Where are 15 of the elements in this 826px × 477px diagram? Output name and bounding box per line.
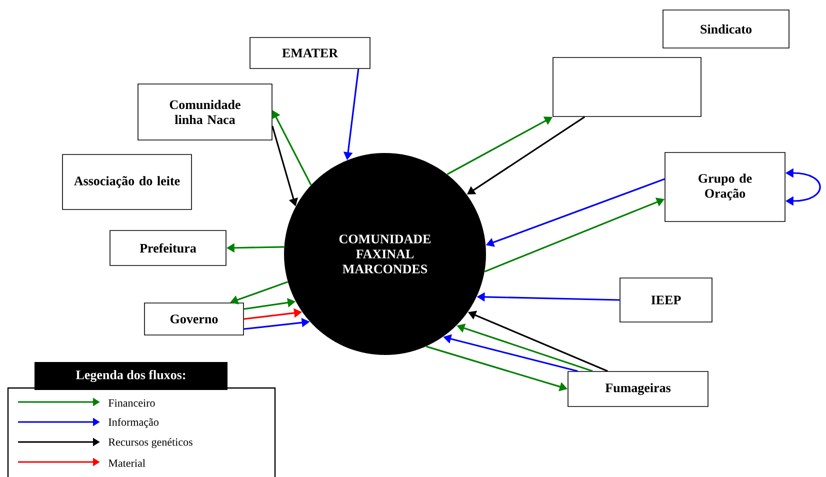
actor-box: Fumageiras — [568, 371, 708, 407]
actor-box: IEEP — [620, 278, 712, 322]
legend-title: Legenda dos fluxos: — [34, 362, 228, 390]
actor-box: Prefeitura — [110, 230, 226, 266]
legend-text: Recursos genéticos — [108, 438, 192, 448]
actor-box: Comunidade linha Naca — [138, 84, 272, 140]
actor-box: Associação do leite — [62, 154, 192, 210]
actor-box: Grupo de Oração — [664, 152, 786, 222]
actor-box: Sindicato — [662, 10, 790, 48]
actor-box: Governo — [144, 302, 244, 336]
actor-box: EMATER — [250, 37, 370, 69]
actor-box — [552, 57, 702, 117]
legend-text: Financeiro — [108, 399, 155, 407]
legend-text: Material — [108, 459, 146, 467]
legend-text: Informação — [108, 418, 158, 428]
